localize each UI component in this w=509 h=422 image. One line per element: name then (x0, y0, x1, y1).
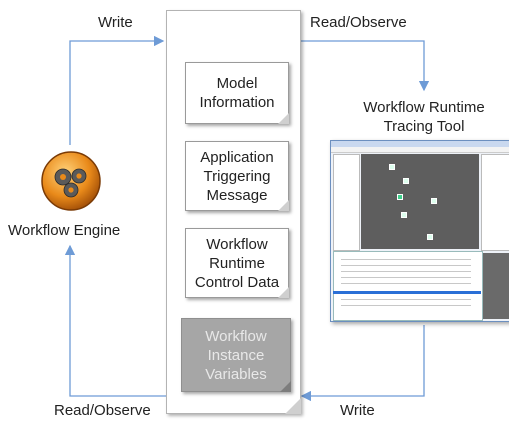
label-write-top: Write (98, 14, 133, 31)
doc-workflow-instance-variables: Workflow Instance Variables (181, 318, 291, 392)
doc-line: Runtime (209, 254, 265, 272)
doc-line: Model (216, 75, 258, 92)
doc-line: Instance (207, 346, 265, 364)
process-node (431, 198, 437, 204)
doc-line: Control Data (194, 273, 280, 291)
doc-line: Message (206, 186, 268, 204)
table-row (341, 265, 471, 266)
doc-workflow-runtime-control-data: Workflow Runtime Control Data (185, 228, 289, 298)
process-node (397, 194, 403, 200)
process-node (401, 212, 407, 218)
tracing-tool-label: Workflow Runtime Tracing Tool (349, 98, 499, 136)
page-fold (278, 200, 289, 211)
tool-data-table (333, 251, 483, 321)
process-node (403, 178, 409, 184)
page-fold (278, 113, 289, 124)
table-row (341, 305, 471, 306)
workflow-engine-label: Workflow Engine (8, 222, 121, 239)
tool-side-panel (333, 154, 360, 251)
process-node (389, 164, 395, 170)
doc-line: Application (200, 148, 274, 166)
label-read-observe-bottom: Read/Observe (54, 402, 151, 419)
label-read-observe-top: Read/Observe (310, 14, 407, 31)
page-fold (285, 398, 301, 414)
tool-properties-panel (481, 154, 509, 251)
doc-line: Variables (205, 365, 267, 383)
doc-line: Workflow (205, 327, 267, 345)
page-fold (280, 381, 291, 392)
table-row (341, 271, 471, 272)
doc-line: Workflow (206, 235, 268, 253)
tracing-tool-label-line: Workflow Runtime (363, 99, 485, 116)
tool-process-canvas (361, 154, 479, 249)
table-row-selected (333, 291, 481, 294)
arrow-tool-write (300, 325, 425, 402)
label-write-bottom: Write (340, 402, 375, 419)
table-row (341, 283, 471, 284)
page-fold (278, 287, 289, 298)
tool-title-bar (331, 141, 509, 147)
gears-icon (41, 151, 101, 211)
arrow-engine-write (69, 35, 165, 145)
tool-menu-bar (331, 147, 509, 153)
tracing-tool-label-line: Tracing Tool (383, 118, 465, 135)
arrow-engine-read (64, 244, 166, 397)
doc-line: Triggering (203, 167, 271, 185)
table-row (341, 259, 471, 260)
doc-line: Information (199, 94, 275, 111)
arrow-tool-read (300, 40, 430, 92)
doc-application-triggering-message: Application Triggering Message (185, 141, 289, 211)
process-node (427, 234, 433, 240)
table-row (341, 299, 471, 300)
tracing-tool-screenshot (330, 140, 509, 322)
table-row (341, 277, 471, 278)
doc-model-information: Model Information (185, 62, 289, 124)
tool-preview-panel (483, 253, 509, 319)
